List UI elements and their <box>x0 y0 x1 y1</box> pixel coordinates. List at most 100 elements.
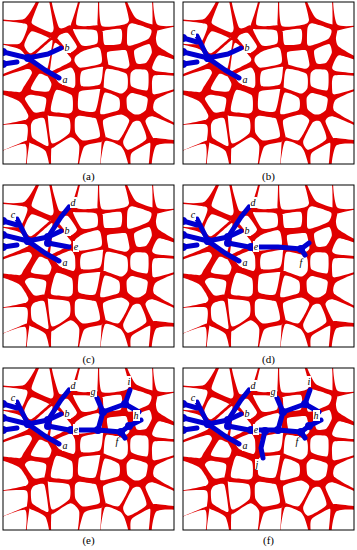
grain <box>305 368 333 390</box>
grain <box>78 89 100 112</box>
grain <box>212 185 234 215</box>
invaded-pore <box>204 420 212 428</box>
invaded-pore <box>44 239 52 247</box>
invaded-pore <box>24 54 32 62</box>
grain <box>123 121 146 150</box>
label-text: h <box>313 410 320 421</box>
grain <box>332 327 354 347</box>
caption-text: (a) <box>82 170 94 182</box>
invaded-pore <box>24 237 32 245</box>
label-text: f <box>295 436 300 447</box>
label-text: f <box>299 257 304 268</box>
pore-label: i <box>127 371 132 389</box>
grain <box>253 29 278 46</box>
grain <box>183 93 208 124</box>
grain <box>332 144 354 164</box>
grain <box>102 29 122 45</box>
grain <box>32 368 54 398</box>
invaded-pore <box>183 231 187 239</box>
grain <box>99 368 129 393</box>
invaded-pore <box>99 408 107 416</box>
label-text: g <box>270 386 277 397</box>
grain <box>31 301 49 329</box>
grain <box>27 143 50 164</box>
invaded-path <box>103 390 130 412</box>
grain <box>130 509 150 530</box>
label-text: c <box>190 26 196 37</box>
grain <box>100 324 129 347</box>
pore-label: a <box>62 69 69 87</box>
grain <box>104 69 128 94</box>
grain <box>125 2 153 24</box>
grain <box>152 510 174 530</box>
grain <box>325 299 354 323</box>
label-text: b <box>244 408 251 419</box>
pore-label: j <box>255 454 260 472</box>
grain <box>107 233 130 252</box>
pore-label: b <box>64 220 71 238</box>
panel-network <box>171 355 357 542</box>
grain <box>73 29 98 46</box>
invaded-pore <box>44 422 52 430</box>
grain <box>127 459 148 481</box>
pore-label: f <box>115 431 120 449</box>
panel-caption: (b) <box>262 166 275 184</box>
invaded-pore <box>183 34 187 42</box>
grain <box>152 238 174 256</box>
grain <box>183 69 212 92</box>
grain <box>310 509 330 530</box>
grain <box>100 276 120 298</box>
grain <box>3 144 27 164</box>
grain <box>205 278 226 296</box>
pore-label: h <box>133 405 140 423</box>
grain <box>153 2 174 26</box>
grain <box>258 324 282 347</box>
label-text: a <box>62 74 69 85</box>
pore-label: b <box>64 37 71 55</box>
grain <box>310 69 328 90</box>
invaded-pore <box>24 420 32 428</box>
panel-caption: (e) <box>82 530 94 548</box>
grain <box>207 326 230 347</box>
pore-label: i <box>307 371 312 389</box>
invaded-pore <box>3 231 7 239</box>
invaded-pore <box>224 422 232 430</box>
grain <box>73 395 98 412</box>
grain <box>78 324 102 347</box>
grain <box>104 252 128 277</box>
panel-network <box>0 355 187 542</box>
grain <box>31 257 52 275</box>
invaded-pore <box>183 48 187 56</box>
pore-label: c <box>10 204 16 222</box>
grain <box>258 89 280 112</box>
grain <box>156 26 174 58</box>
invaded-pore <box>3 414 7 422</box>
grain <box>75 299 100 324</box>
grain <box>211 301 229 329</box>
label-text: c <box>10 392 16 403</box>
label-text: b <box>64 408 71 419</box>
caption-text: (e) <box>82 534 94 546</box>
pore-space <box>183 368 354 530</box>
grain <box>332 258 354 277</box>
label-text: g <box>90 386 97 397</box>
grain <box>231 368 259 394</box>
pore-label: g <box>270 381 277 399</box>
grain <box>211 257 232 275</box>
grain <box>279 2 309 27</box>
grain <box>256 185 278 209</box>
grain <box>51 90 73 114</box>
grain <box>3 276 28 307</box>
pore-label: e <box>253 419 259 437</box>
label-text: b <box>64 225 71 236</box>
pore-label: b <box>64 403 71 421</box>
invaded-pore <box>3 217 7 225</box>
grain <box>231 456 253 480</box>
invaded-pore <box>204 54 212 62</box>
caption-text: (c) <box>82 353 94 365</box>
label-text: e <box>73 424 79 435</box>
pore-label: a <box>62 252 69 270</box>
grain <box>76 185 98 209</box>
grain <box>231 185 259 211</box>
